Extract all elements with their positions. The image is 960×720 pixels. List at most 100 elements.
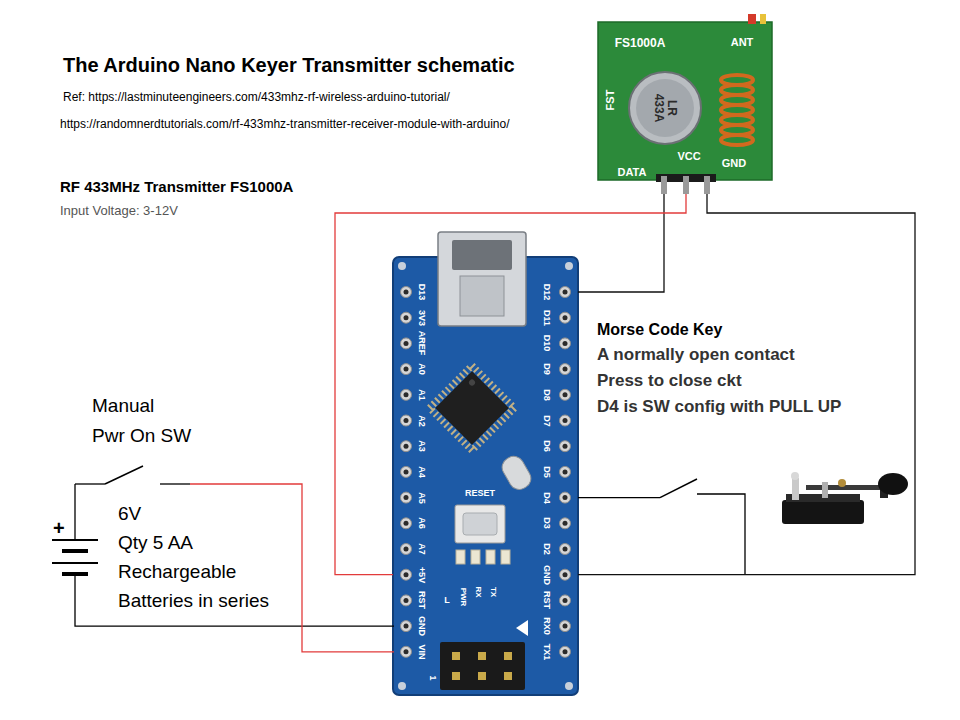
pin-hole-center [563, 598, 568, 603]
pin-hole-center [563, 418, 568, 423]
pin-hole-center [563, 469, 568, 474]
usb-shell [460, 276, 504, 316]
pin-label: D7 [541, 415, 551, 427]
pin-ring [401, 646, 412, 657]
pin-ring [560, 364, 571, 375]
key-heading: Morse Code Key [597, 320, 722, 339]
reference-link: https://randomnerdtutorials.com/rf-433mh… [60, 116, 575, 132]
pin-hole [401, 441, 412, 452]
chip-legs [430, 366, 515, 451]
pin-label: AREF [416, 331, 426, 356]
pin-hole [560, 466, 571, 477]
pin-holes [401, 287, 571, 658]
d4-wire [578, 497, 660, 498]
pin-hole-center [563, 624, 568, 629]
key-switch-blade [660, 479, 697, 498]
module-pin [683, 176, 689, 194]
pin-hole-center [563, 444, 568, 449]
module-label: GND [722, 157, 746, 169]
pin-ring [560, 415, 571, 426]
pin-label: D9 [541, 363, 551, 375]
pin-hole [560, 364, 571, 375]
mounting-hole [398, 682, 406, 690]
pin-hole [560, 569, 571, 580]
pin-hole-center [404, 444, 409, 449]
mounting-hole [565, 262, 573, 270]
pin-label: RX0 [541, 617, 551, 635]
pin-hole [401, 364, 412, 375]
header-pin [478, 652, 486, 660]
key-note: Press to close ckt [597, 371, 742, 391]
key-ground-wire [697, 494, 745, 575]
pin-ring [401, 312, 412, 323]
saw-resonator [629, 72, 701, 144]
pin-hole [560, 646, 571, 657]
pin-hole [401, 389, 412, 400]
pin-hole-center [563, 649, 568, 654]
pin-hole-center [404, 290, 409, 295]
module-pcb [598, 22, 772, 180]
pin-label: PWR [459, 588, 468, 607]
reset-button-cap [463, 513, 497, 535]
battery-plate [52, 562, 98, 564]
status-led [471, 550, 480, 564]
rf-transmitter-module: FS1000AANTLR 433AFSTDATAVCCGND [598, 22, 772, 194]
pin-label: D3 [541, 518, 551, 530]
pin-ring [401, 621, 412, 632]
module-pin [704, 176, 710, 194]
switch-lead [160, 483, 190, 484]
pin-label: D2 [541, 543, 551, 555]
pin-ring [560, 441, 571, 452]
pin-ring [560, 621, 571, 632]
pin-ring [560, 338, 571, 349]
module-heading: RF 433MHz Transmitter FS1000A [60, 178, 293, 196]
status-led [501, 550, 510, 564]
module-label: FS1000A [615, 37, 666, 50]
polarity-mark: + [53, 516, 65, 540]
key-note: D4 is SW config with PULL UP [597, 397, 841, 417]
pin-hole-center [404, 367, 409, 372]
key-base [782, 500, 864, 524]
reset-button [455, 505, 505, 543]
arduino-nano-illustration [393, 232, 578, 695]
pin-label: +5V [416, 567, 426, 583]
pin-ring [401, 364, 412, 375]
pin-ring [401, 415, 412, 426]
mounting-hole [398, 262, 406, 270]
pin-ring [560, 569, 571, 580]
crystal [498, 453, 534, 493]
pin-ring [401, 492, 412, 503]
key-lever [806, 485, 886, 490]
pin-label: A2 [416, 415, 426, 427]
pin-label: TX1 [541, 644, 551, 661]
pin-hole-center [563, 547, 568, 552]
pin-hole-center [404, 572, 409, 577]
power-switch-blade [105, 466, 143, 484]
module-component [760, 14, 766, 24]
pin-hole [401, 544, 412, 555]
pin-label: GND [416, 616, 426, 636]
key-post [792, 478, 799, 500]
mounting-hole [565, 682, 573, 690]
pin-label: D13 [416, 284, 426, 301]
key-post [822, 482, 828, 498]
pin-hole-center [404, 495, 409, 500]
wire [578, 194, 915, 575]
arduino-nano-board: D133V3AREFA0A1A2A3A4A5A6A7+5VRSTGNDVIND1… [393, 257, 578, 695]
header-pin [452, 672, 460, 680]
coil-turn [721, 135, 753, 145]
pin-ring [560, 544, 571, 555]
pin-hole-center [404, 418, 409, 423]
pin-ring [401, 466, 412, 477]
pin-hole-center [563, 341, 568, 346]
pin-label: A5 [416, 492, 426, 504]
pin-ring [560, 312, 571, 323]
pin-hole [560, 441, 571, 452]
pin-hole-center [563, 315, 568, 320]
pin-ring [560, 492, 571, 503]
key-screw [838, 479, 846, 487]
module-label: VCC [677, 150, 700, 162]
